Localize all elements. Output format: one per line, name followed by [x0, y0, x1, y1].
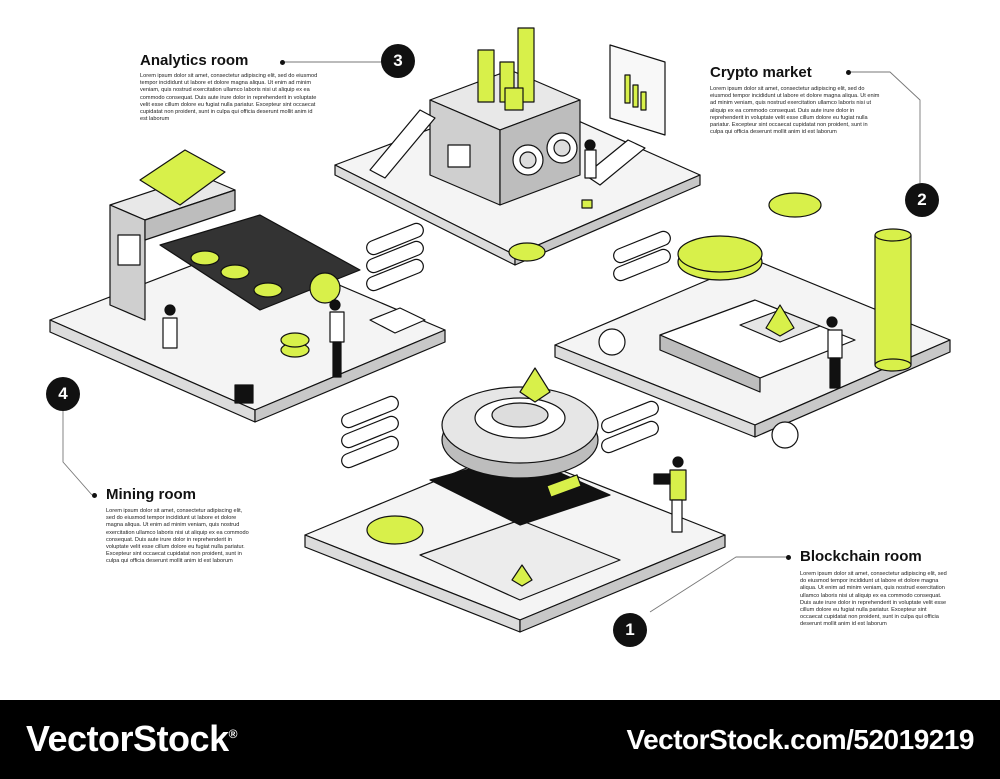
watermark-footer: VectorStock® VectorStock.com/52019219: [0, 700, 1000, 779]
step-badge-1: 1: [613, 613, 647, 647]
mining-room-description: Lorem ipsum dolor sit amet, consectetur …: [106, 508, 249, 565]
registered-mark: ®: [228, 727, 238, 741]
crypto-market-platform: [554, 192, 951, 449]
brand-name: VectorStock: [26, 718, 229, 759]
crypto-market-title: Crypto market: [710, 64, 812, 81]
mining-room-platform: [49, 149, 446, 423]
connector-steps-bottom-right: [601, 400, 659, 454]
connector-steps-top-left: [366, 222, 424, 292]
infographic-canvas: Analytics room Lorem ipsum dolor sit ame…: [46, 27, 951, 647]
vectorstock-logo: VectorStock®: [26, 718, 237, 760]
step-badge-4: 4: [46, 377, 80, 411]
crypto-market-callout-dot: [846, 70, 851, 75]
analytics-room-description: Lorem ipsum dolor sit amet, consectetur …: [140, 73, 318, 123]
mining-room-title: Mining room: [106, 486, 196, 503]
mining-room-callout-dot: [92, 493, 97, 498]
analytics-room-callout-dot: [280, 60, 285, 65]
isometric-illustration: [49, 27, 951, 633]
connector-steps-bottom-left: [341, 395, 399, 469]
blockchain-room-callout-dot: [786, 555, 791, 560]
connector-steps-top-right: [613, 230, 671, 282]
analytics-room-platform: [334, 27, 701, 266]
blockchain-room-title: Blockchain room: [800, 548, 922, 565]
step-badge-2: 2: [905, 183, 939, 217]
blockchain-room-platform: [304, 367, 726, 633]
crypto-market-description: Lorem ipsum dolor sit amet, consectetur …: [710, 86, 880, 136]
stock-image-id: VectorStock.com/52019219: [626, 724, 974, 755]
step-badge-3: 3: [381, 44, 415, 78]
analytics-room-title: Analytics room: [140, 52, 249, 69]
callout-lines: [62, 61, 921, 613]
blockchain-room-description: Lorem ipsum dolor sit amet, consectetur …: [800, 571, 947, 628]
